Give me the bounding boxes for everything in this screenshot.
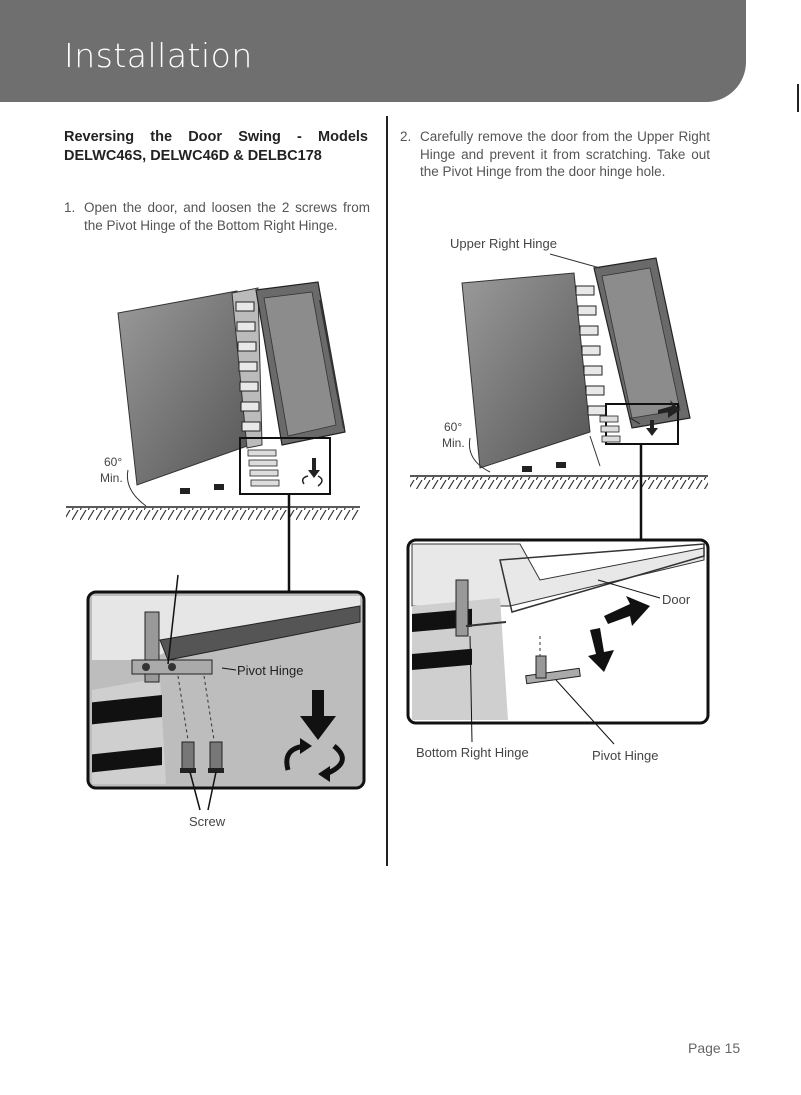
step-number: 1. <box>64 200 76 215</box>
door-label: Door <box>662 592 691 607</box>
title-word: Models <box>318 129 368 145</box>
title-word: - <box>297 129 302 145</box>
column-divider <box>386 116 388 866</box>
min-label: Min. <box>100 471 123 485</box>
right-arrow-icon <box>604 596 650 626</box>
page-number: Page 15 <box>688 1040 741 1056</box>
angle-label: 60° <box>444 420 462 434</box>
header-banner: Installation <box>0 0 746 102</box>
section-heading: Reversing the Door Swing - Models DELWC4… <box>64 128 368 166</box>
down-arrow-icon <box>646 420 658 436</box>
pivot-hinge-label: Pivot Hinge <box>237 663 303 678</box>
detail-box <box>239 437 331 495</box>
floor-hatch <box>66 508 360 520</box>
step-2: 2. Carefully remove the door from the Up… <box>400 128 710 181</box>
step-text: Open the door, and loosen the 2 screws f… <box>84 200 370 233</box>
leader-line <box>167 574 179 665</box>
down-arrow-icon <box>588 628 614 672</box>
title-word: the <box>150 129 173 145</box>
rotate-arrow-icon <box>301 475 309 485</box>
figure-2-diagram <box>406 253 710 725</box>
angle-label: 60° <box>104 455 122 469</box>
min-label: Min. <box>442 436 465 450</box>
title-word: Reversing <box>64 129 135 145</box>
page-title: Installation <box>64 36 253 75</box>
step-number: 2. <box>400 129 412 144</box>
title-word: Swing <box>238 129 281 145</box>
screw-label: Screw <box>189 814 226 829</box>
wine-cooler-cabinet <box>117 281 346 494</box>
step-1: 1. Open the door, and loosen the 2 screw… <box>64 199 370 234</box>
title-word: Door <box>188 129 223 145</box>
bottom-hinge-label: Bottom Right Hinge <box>416 745 529 760</box>
models-line: DELWC46S, DELWC46D & DELBC178 <box>64 148 322 164</box>
edge-mark <box>797 84 799 112</box>
right-arrow-icon <box>658 400 680 418</box>
step-text: Carefully remove the door from the Upper… <box>420 129 710 179</box>
down-arrow-icon <box>300 690 336 740</box>
hinge-detail-panel <box>86 590 366 790</box>
upper-hinge-label: Upper Right Hinge <box>450 236 557 251</box>
down-arrow-icon <box>308 458 320 478</box>
angle-arc <box>126 469 147 507</box>
pivot-hinge-label: Pivot Hinge <box>592 748 658 763</box>
